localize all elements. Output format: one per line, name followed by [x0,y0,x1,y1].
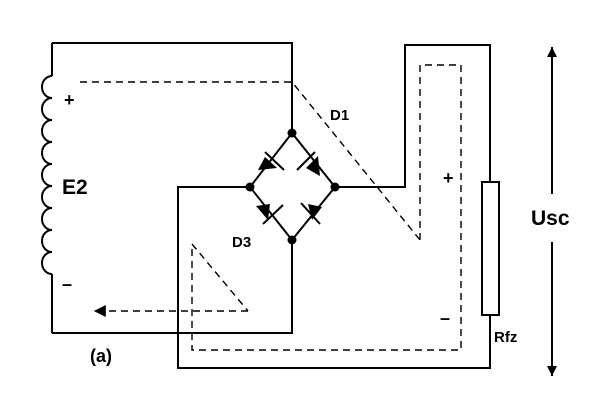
source-label: E2 [62,176,88,199]
diode-upper-right-icon [296,151,320,176]
load-label: Rfz [494,329,517,346]
wire-bottom [52,240,293,334]
load-plus-label: + [443,168,454,188]
load-resistor [481,181,500,316]
current-path-load [191,64,462,351]
caption-label: (a) [90,346,112,366]
load-minus-label: – [440,308,450,328]
junction-top [287,128,297,138]
diode-d3-label: D3 [232,234,251,251]
wire-top [52,42,293,133]
output-voltage-label: Usc [531,207,570,230]
diode-upper-left-icon [258,151,285,171]
secondary-coil [41,75,53,275]
diode-d1-label: D1 [330,107,349,124]
source-minus-label: – [62,274,72,294]
diode-lower-right-icon [300,202,322,225]
diode-lower-left-icon [256,204,284,225]
wire-output-negative [177,186,491,369]
wire-output-positive [335,44,491,188]
bridge-diamond [248,131,337,242]
junction-bottom [287,235,297,245]
current-path-positive-half [80,81,421,241]
source-plus-label: + [64,90,75,110]
